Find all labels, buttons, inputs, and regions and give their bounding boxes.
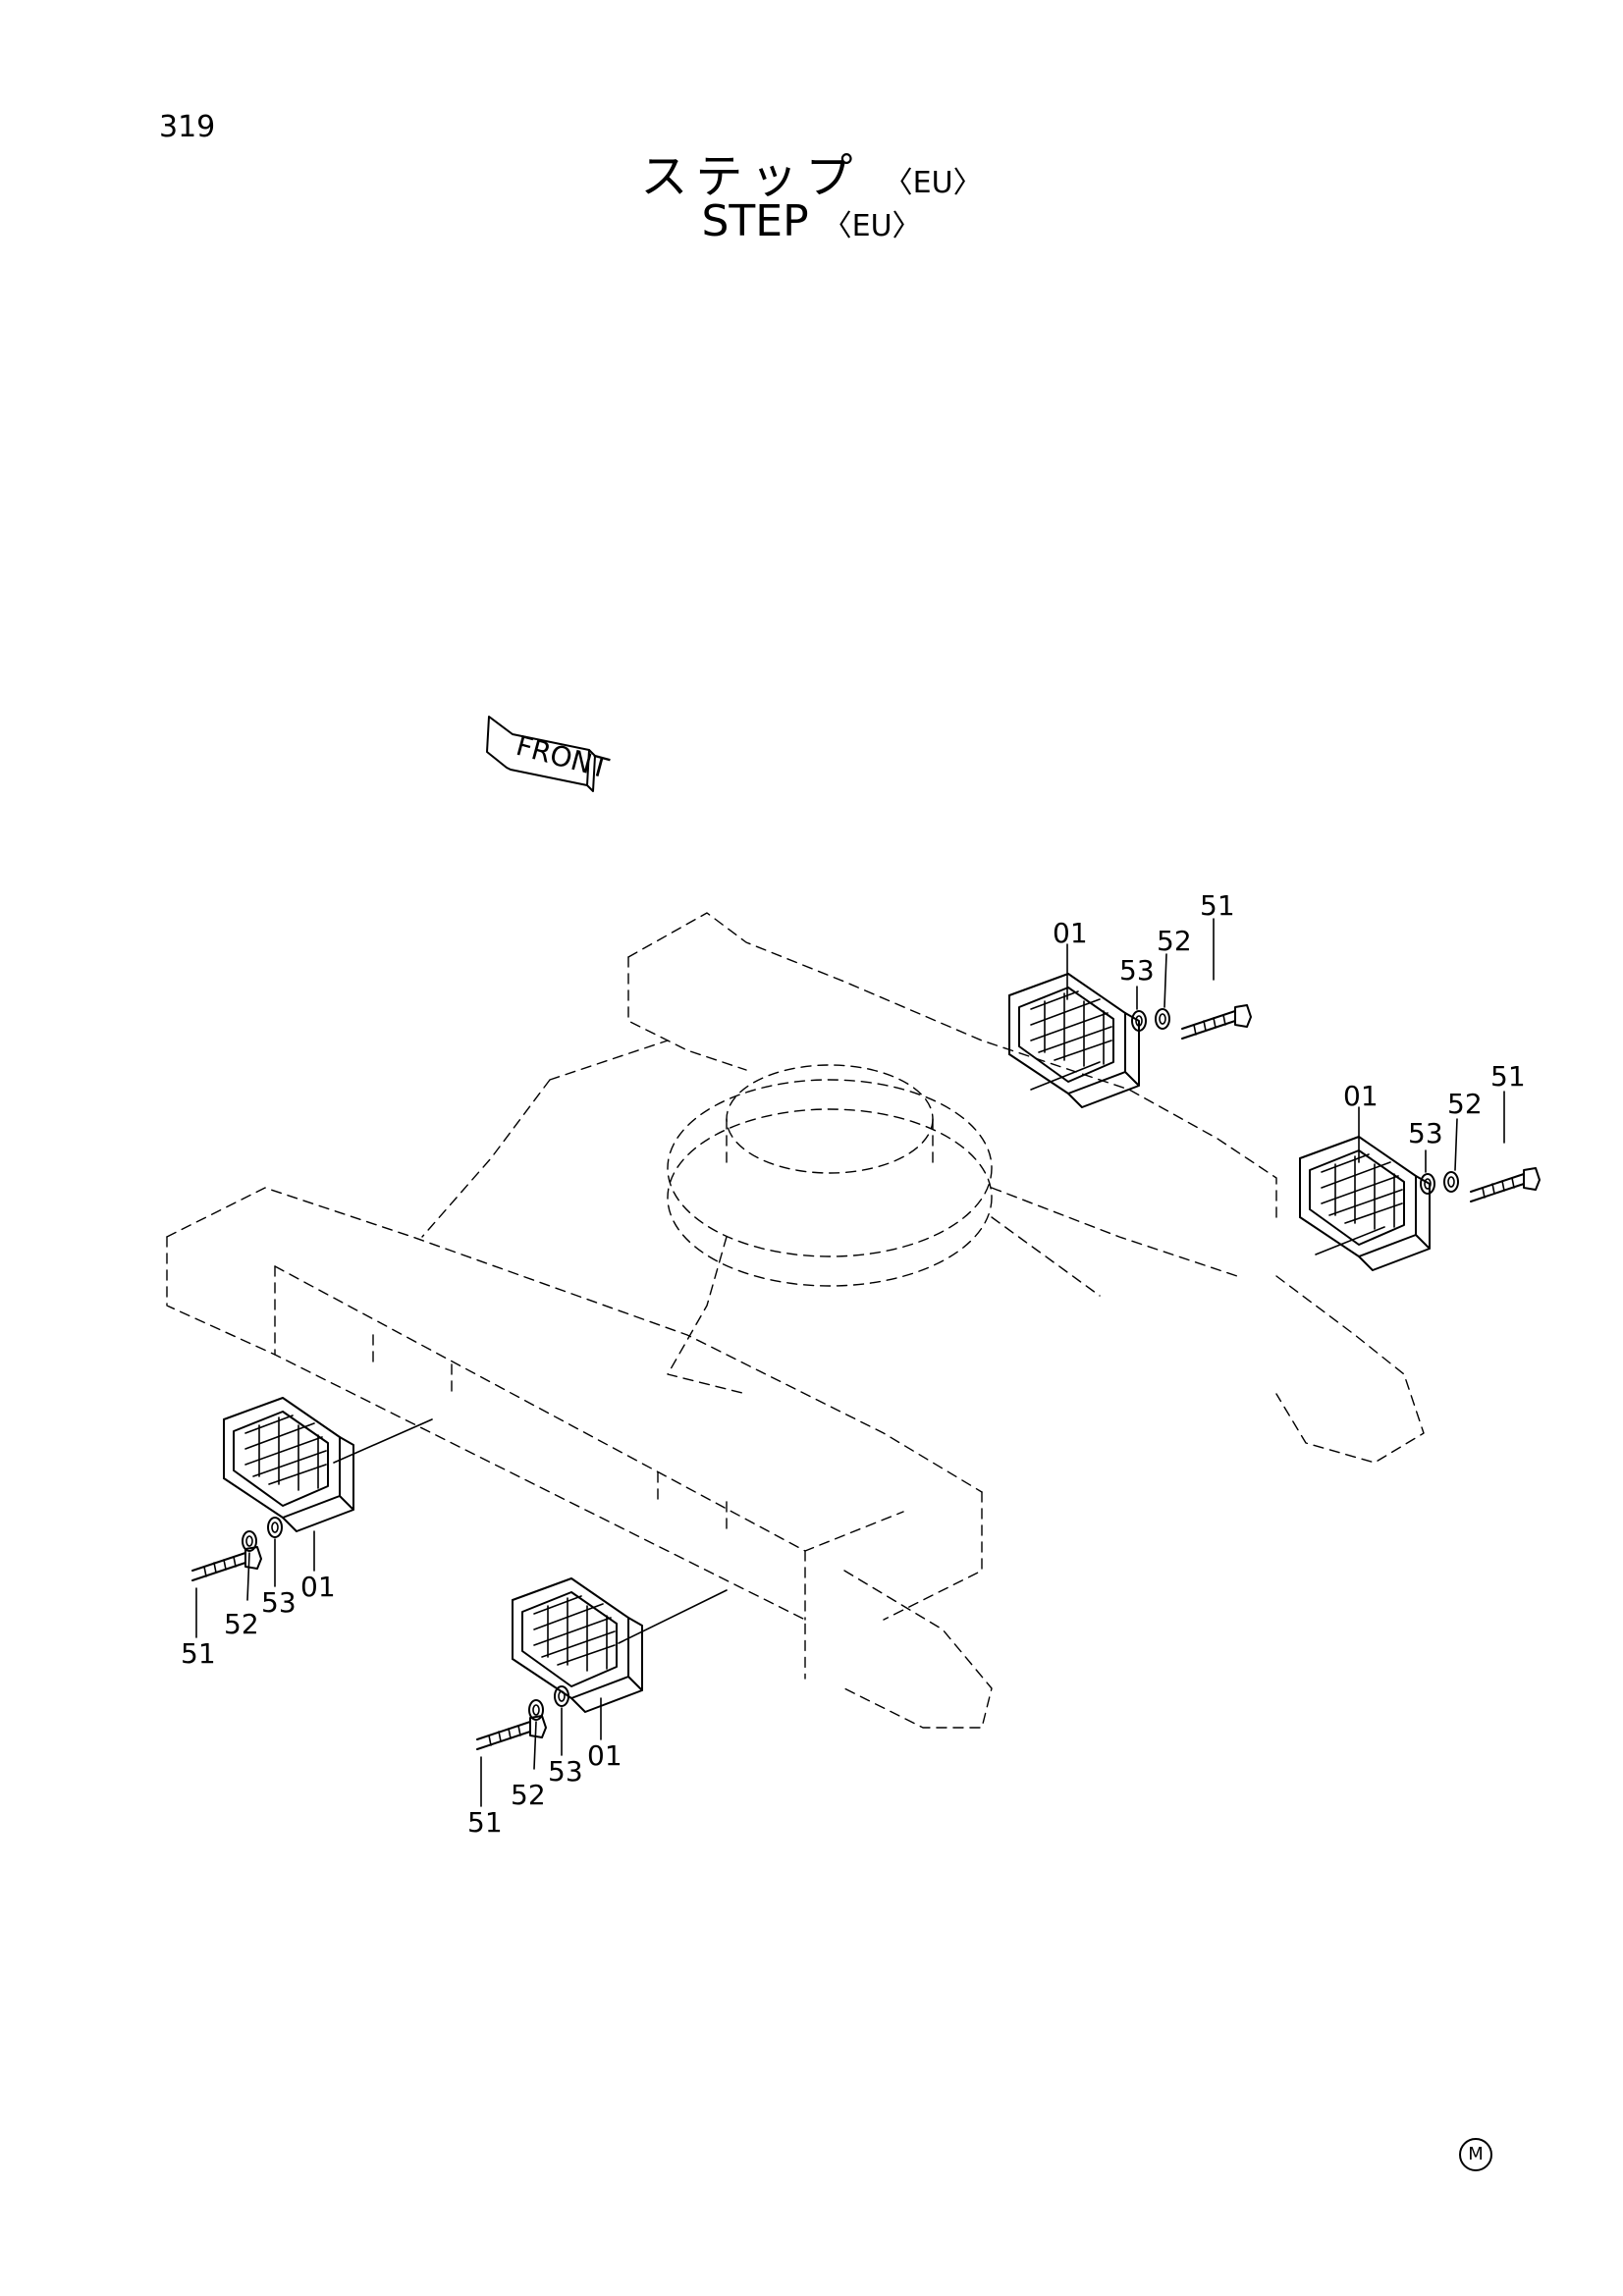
callout-washer-53: 53	[1119, 954, 1155, 987]
step-assembly-right-lower: 01 53 52 51	[1299, 1060, 1541, 1271]
callout-washer-53: 53	[548, 1755, 583, 1788]
front-arrow-icon: FRONT	[486, 716, 613, 792]
callout-lock-washer-52: 52	[1157, 925, 1192, 957]
callout-bolt-51: 51	[467, 1806, 503, 1839]
callout-washer-53: 53	[261, 1586, 297, 1619]
callout-lock-washer-52: 52	[511, 1779, 546, 1811]
front-label: FRONT	[513, 729, 613, 785]
callout-step-01: 01	[300, 1571, 336, 1603]
step-assembly-left-lower: 01 53 52 51	[467, 1577, 728, 1839]
callout-bolt-51: 51	[181, 1637, 216, 1670]
callout-lock-washer-52: 52	[224, 1608, 259, 1640]
title-english-text: STEP	[701, 196, 809, 246]
callout-lock-washer-52: 52	[1447, 1088, 1483, 1120]
step-assembly-left-upper: 01 53 52 51	[181, 1397, 433, 1670]
title-japanese-text: ステップ	[640, 149, 861, 204]
callout-bolt-51: 51	[1490, 1060, 1526, 1093]
title-english: STEP 〈EU〉	[0, 196, 1623, 246]
undercarriage-frame	[166, 912, 1425, 1729]
title-japanese-region: 〈EU〉	[883, 166, 983, 200]
title-english-region: 〈EU〉	[822, 209, 922, 243]
callout-step-01: 01	[1343, 1080, 1379, 1112]
callout-washer-53: 53	[1408, 1117, 1443, 1149]
step-assembly-right-upper: 01 53 52 51	[1008, 889, 1252, 1108]
catalog-marker-icon: M	[1459, 2138, 1492, 2171]
callout-bolt-51: 51	[1200, 889, 1235, 922]
callout-step-01: 01	[587, 1739, 622, 1772]
callout-step-01: 01	[1053, 917, 1088, 949]
title-japanese: ステップ 〈EU〉	[0, 137, 1623, 206]
page-number: 319	[159, 110, 216, 144]
